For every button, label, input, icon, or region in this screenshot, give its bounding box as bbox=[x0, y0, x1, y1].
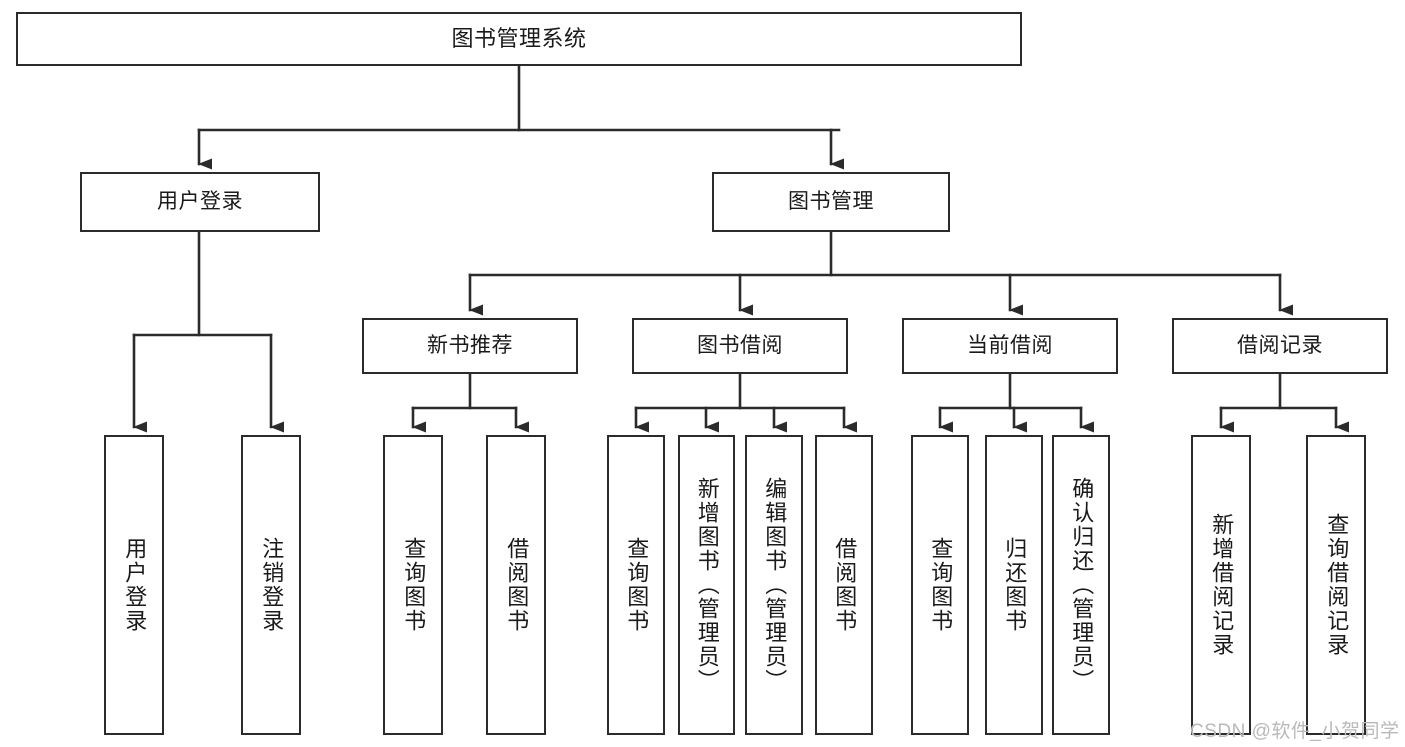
node-current-borrow[interactable]: 当前借阅 bbox=[902, 318, 1118, 374]
node-label: 图书管理系统 bbox=[451, 26, 587, 52]
node-label: 借阅图书 bbox=[832, 537, 858, 633]
watermark: CSDN @软件_小贺同学 bbox=[1190, 721, 1400, 742]
node-leaf-add-borrow-record[interactable]: 新增借阅记录 bbox=[1191, 435, 1251, 735]
node-borrow-record[interactable]: 借阅记录 bbox=[1172, 318, 1388, 374]
node-leaf-borrow-book-1[interactable]: 借阅图书 bbox=[486, 435, 546, 735]
node-label: 当前借阅 bbox=[967, 333, 1053, 357]
node-label: 借阅记录 bbox=[1237, 333, 1323, 357]
node-leaf-query-book-1[interactable]: 查询图书 bbox=[383, 435, 443, 735]
node-leaf-confirm-return-admin[interactable]: 确认归还（管理员） bbox=[1052, 435, 1110, 735]
node-leaf-query-borrow-record[interactable]: 查询借阅记录 bbox=[1306, 435, 1366, 735]
node-leaf-return-book[interactable]: 归还图书 bbox=[985, 435, 1043, 735]
node-leaf-query-book-2[interactable]: 查询图书 bbox=[607, 435, 665, 735]
node-label: 查询图书 bbox=[624, 537, 650, 633]
node-label: 借阅图书 bbox=[504, 537, 530, 633]
node-leaf-user-login[interactable]: 用户登录 bbox=[104, 435, 164, 735]
node-leaf-edit-book-admin[interactable]: 编辑图书（管理员） bbox=[745, 435, 803, 735]
node-book-borrow[interactable]: 图书借阅 bbox=[632, 318, 848, 374]
node-label: 用户登录 bbox=[122, 537, 148, 633]
node-label: 图书管理 bbox=[788, 189, 874, 213]
node-book-manage[interactable]: 图书管理 bbox=[712, 172, 950, 232]
node-label: 注销登录 bbox=[259, 537, 285, 633]
node-leaf-logout-login[interactable]: 注销登录 bbox=[241, 435, 301, 735]
node-label: 新增借阅记录 bbox=[1209, 513, 1235, 657]
node-new-book-recommend[interactable]: 新书推荐 bbox=[362, 318, 578, 374]
node-label: 查询图书 bbox=[928, 537, 954, 633]
node-label: 新增图书（管理员） bbox=[694, 477, 720, 693]
node-label: 新书推荐 bbox=[427, 333, 513, 357]
node-label: 图书借阅 bbox=[697, 333, 783, 357]
node-leaf-query-book-3[interactable]: 查询图书 bbox=[911, 435, 969, 735]
node-label: 用户登录 bbox=[157, 189, 243, 213]
node-label: 确认归还（管理员） bbox=[1069, 477, 1095, 693]
node-leaf-add-book-admin[interactable]: 新增图书（管理员） bbox=[678, 435, 735, 735]
node-label: 编辑图书（管理员） bbox=[762, 477, 788, 693]
node-label: 归还图书 bbox=[1002, 537, 1028, 633]
node-label: 查询图书 bbox=[401, 537, 427, 633]
node-label: 查询借阅记录 bbox=[1324, 513, 1350, 657]
node-root-book-management-system[interactable]: 图书管理系统 bbox=[16, 12, 1022, 66]
node-leaf-borrow-book-2[interactable]: 借阅图书 bbox=[815, 435, 873, 735]
node-user-login[interactable]: 用户登录 bbox=[80, 172, 320, 232]
